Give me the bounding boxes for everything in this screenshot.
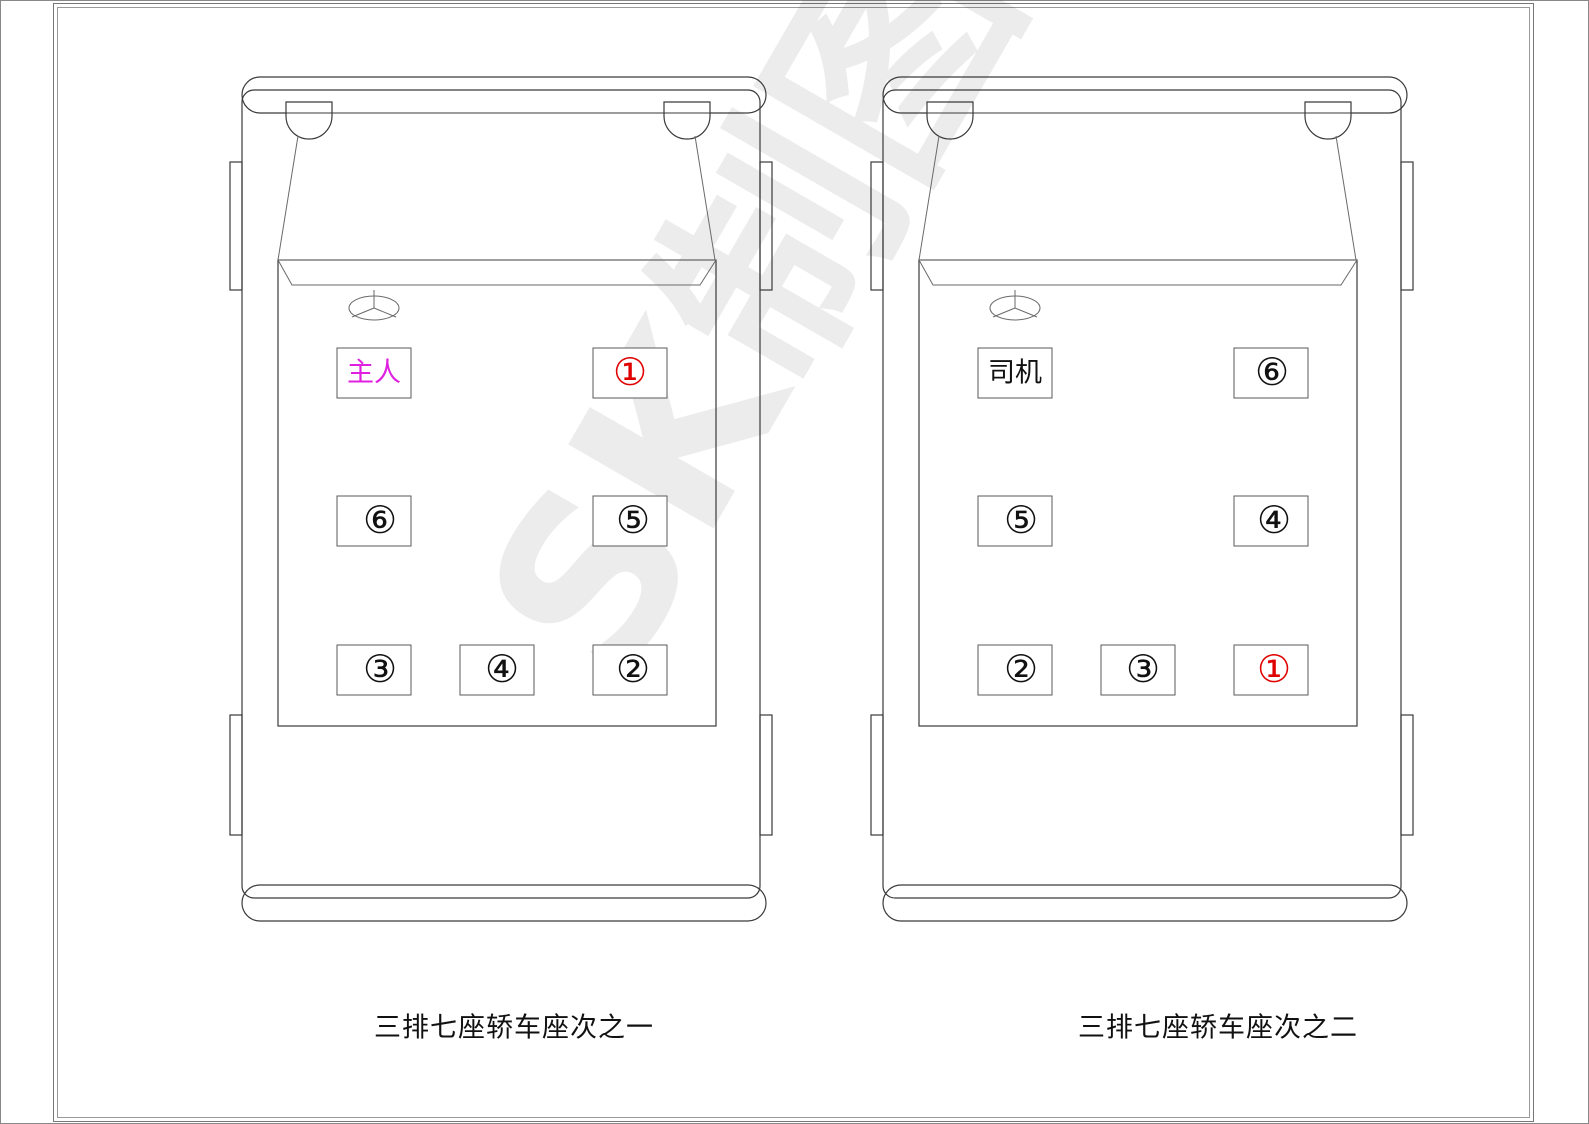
right-mirror <box>663 101 711 140</box>
page-frame-outer <box>53 3 1534 1122</box>
seat-number: ② <box>1004 647 1038 691</box>
seat-number: ④ <box>1257 498 1291 542</box>
car-diagram-1: 主人 ① ⑥ ⑤ ③ ④ <box>229 76 773 922</box>
car-diagram-2: 司机 ⑥ ⑤ ④ ② ③ <box>870 76 1414 922</box>
dashboard <box>277 259 717 286</box>
seat-back-right: ② <box>592 644 668 696</box>
seat-front-right: ⑥ <box>1233 347 1309 399</box>
front-row: 主人 ① <box>336 347 668 399</box>
seat-number: ① <box>613 350 647 394</box>
car-body <box>870 76 1414 922</box>
person-label-host: 主人 <box>336 347 412 399</box>
person-label-text: 司机 <box>988 358 1042 389</box>
seat-number: ① <box>1257 647 1291 691</box>
page-frame-inner <box>57 7 1530 1118</box>
seat-back-left: ③ <box>336 644 412 696</box>
seat-back-middle: ③ <box>1100 644 1176 696</box>
seat-middle-right: ④ <box>1233 495 1309 547</box>
seat-back-right: ① <box>1233 644 1309 696</box>
seat-number: ⑥ <box>1255 350 1289 394</box>
front-row: 司机 ⑥ <box>977 347 1309 399</box>
steering-wheel-icon <box>348 290 400 321</box>
seat-number: ④ <box>485 647 519 691</box>
seat-number: ③ <box>1126 647 1160 691</box>
seat-number: ② <box>616 647 650 691</box>
person-label-driver: 司机 <box>977 347 1053 399</box>
caption-diagram-2: 三排七座轿车座次之二 <box>1078 1013 1358 1044</box>
seat-middle-left: ⑥ <box>336 495 412 547</box>
left-mirror <box>926 101 974 140</box>
seat-number: ③ <box>363 647 397 691</box>
person-label-text: 主人 <box>347 358 401 389</box>
seat-number: ⑤ <box>1004 498 1038 542</box>
caption-diagram-1: 三排七座轿车座次之一 <box>374 1013 654 1044</box>
steering-wheel-icon <box>989 290 1041 321</box>
seat-middle-left: ⑤ <box>977 495 1053 547</box>
seat-number: ⑤ <box>616 498 650 542</box>
seat-number: ⑥ <box>363 498 397 542</box>
seat-front-right: ① <box>592 347 668 399</box>
seat-middle-right: ⑤ <box>592 495 668 547</box>
back-row: ② ③ ① <box>977 644 1309 696</box>
dashboard <box>918 259 1358 286</box>
seat-back-middle: ④ <box>459 644 535 696</box>
back-row: ③ ④ ② <box>336 644 668 696</box>
car-body <box>229 76 773 922</box>
middle-row: ⑤ ④ <box>977 495 1309 547</box>
left-mirror <box>285 101 333 140</box>
right-mirror <box>1304 101 1352 140</box>
middle-row: ⑥ ⑤ <box>336 495 668 547</box>
seat-back-left: ② <box>977 644 1053 696</box>
